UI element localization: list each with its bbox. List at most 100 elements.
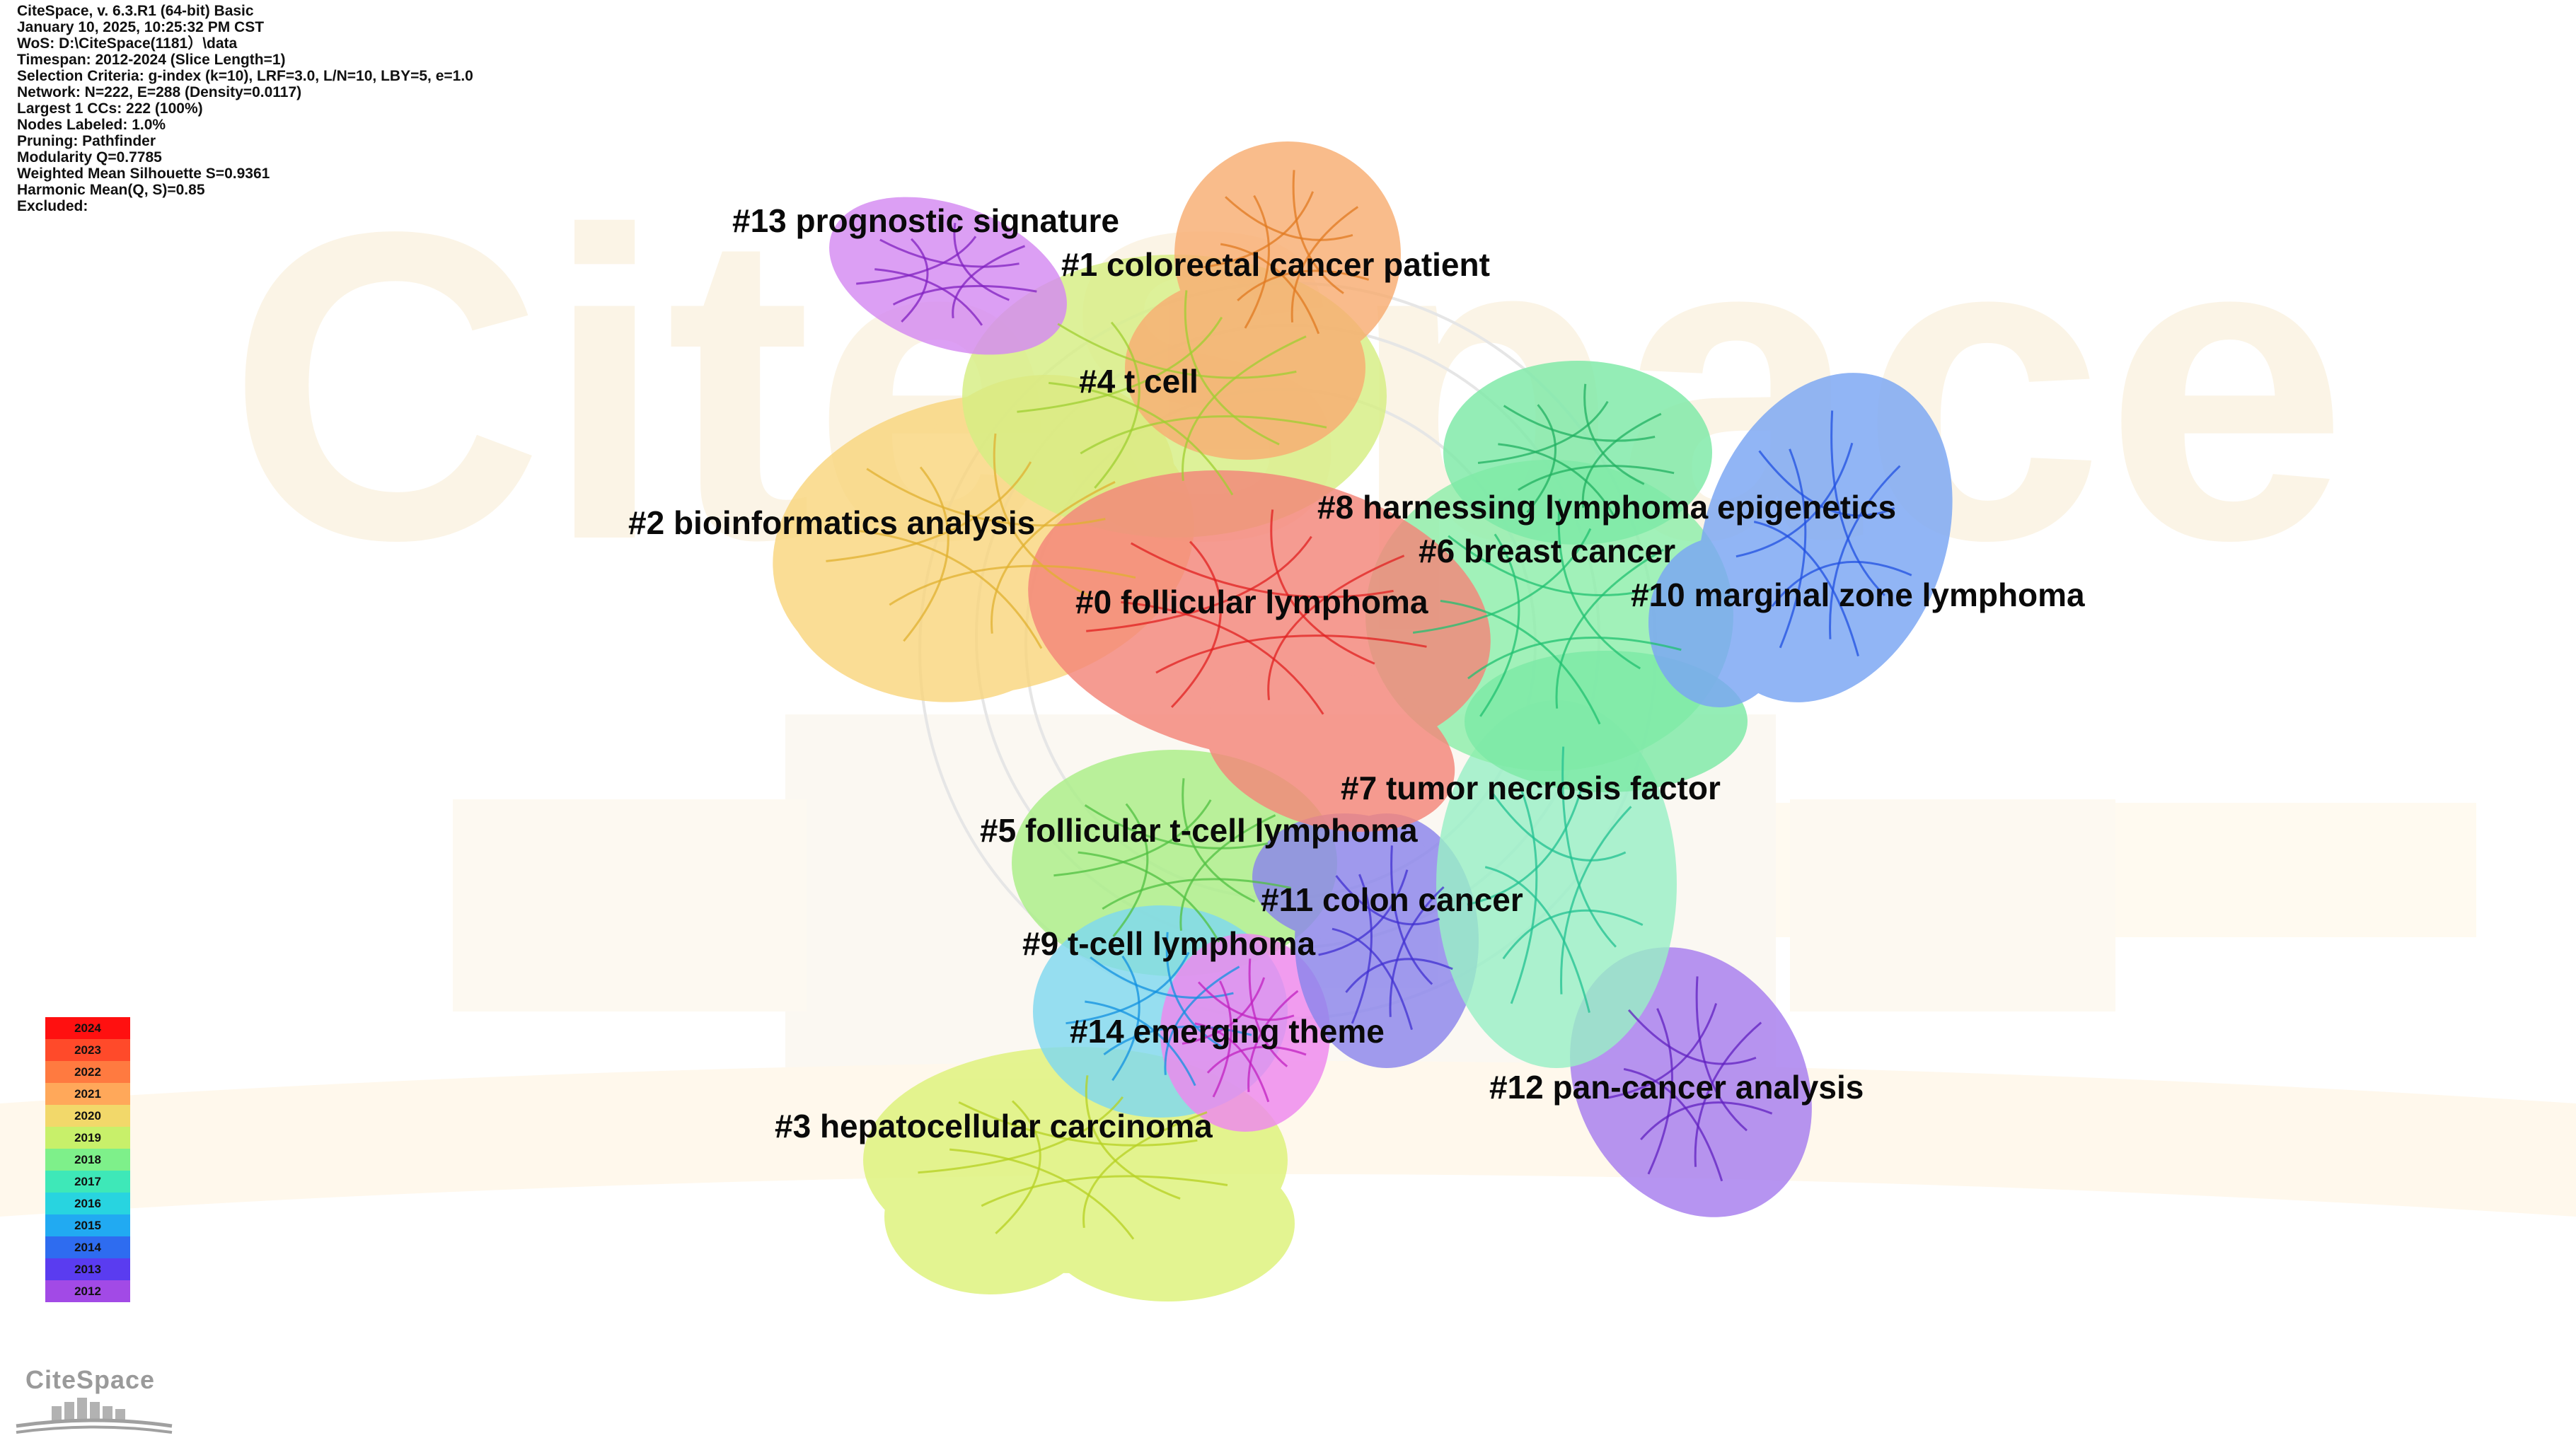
- cluster-label-11: #11 colon cancer: [1261, 881, 1523, 918]
- network-edge: [1164, 966, 1240, 1075]
- cluster-region-0: [1028, 470, 1491, 833]
- network-edge: [1830, 410, 1885, 596]
- cluster-blob: [1648, 538, 1790, 707]
- network-edge: [1170, 540, 1222, 708]
- network-edge: [1561, 746, 1617, 948]
- network-edge: [1292, 170, 1344, 294]
- summary-line: Modularity Q=0.7785: [17, 149, 162, 166]
- network-edge: [889, 564, 1136, 606]
- legend-year-2021: 2021: [45, 1083, 130, 1105]
- network-edge: [1510, 787, 1538, 1004]
- network-edge: [1753, 521, 1859, 657]
- network-edge: [1345, 958, 1453, 993]
- summary-line: WoS: D:\CiteSpace(1181）\data: [17, 35, 238, 52]
- legend-year-2023: 2023: [45, 1039, 130, 1061]
- network-edge: [993, 433, 1089, 596]
- legend-year-2017: 2017: [45, 1171, 130, 1193]
- network-edge: [1640, 1101, 1773, 1141]
- summary-line: Weighted Mean Silhouette S=0.9361: [17, 166, 270, 182]
- legend-year-2015: 2015: [45, 1214, 130, 1236]
- cluster-label-4: #4 t cell: [1079, 363, 1199, 400]
- network-edge: [1829, 465, 1901, 639]
- network-edge: [952, 245, 1026, 319]
- network-edge: [874, 268, 983, 326]
- network-edge: [1085, 1000, 1196, 1086]
- network-edge: [1560, 806, 1632, 995]
- network-edge: [1389, 886, 1445, 1017]
- network-edge: [1244, 195, 1270, 329]
- cluster-label-5: #5 follicular t-cell lymphoma: [980, 812, 1418, 849]
- cluster-region-11: [1252, 813, 1479, 1068]
- summary-line: Harmonic Mean(Q, S)=0.85: [17, 182, 205, 198]
- cluster-label-10: #10 marginal zone lymphoma: [1631, 576, 2085, 613]
- network-edge: [1526, 404, 1556, 514]
- network-edge: [1237, 269, 1370, 301]
- network-edge: [1267, 555, 1405, 700]
- network-edge: [1102, 878, 1292, 910]
- network-edge: [1498, 443, 1616, 518]
- network-edge: [981, 1175, 1228, 1207]
- legend-year-2022: 2022: [45, 1061, 130, 1083]
- network-edge: [1290, 206, 1359, 323]
- network-edge: [1057, 323, 1297, 379]
- network-edge: [1130, 542, 1394, 598]
- cluster-blob: [1012, 750, 1337, 976]
- network-edge: [1225, 196, 1353, 241]
- network-edge: [1080, 415, 1327, 455]
- network-edge: [1194, 1022, 1270, 1103]
- network-edge: [1078, 851, 1220, 943]
- network-edges: [826, 170, 1912, 1240]
- network-edge: [1502, 909, 1644, 960]
- cluster-label-3: #3 hepatocellular carcinoma: [775, 1108, 1213, 1144]
- network-edge: [1270, 509, 1375, 665]
- network-edge: [1179, 814, 1276, 931]
- network-edge: [1627, 1009, 1757, 1065]
- summary-line: Excluded:: [17, 198, 88, 214]
- network-edge: [903, 466, 949, 642]
- network-edge: [1082, 1111, 1208, 1228]
- network-edge: [1049, 381, 1234, 496]
- network-edge: [958, 1101, 1198, 1147]
- network-edge: [1017, 316, 1223, 413]
- summary-line: Nodes Labeled: 1.0%: [17, 117, 166, 133]
- summary-line: Timespan: 2012-2024 (Slice Length=1): [17, 52, 286, 68]
- network-edge: [1090, 956, 1234, 999]
- network-edge: [901, 238, 929, 323]
- cluster-label-0: #0 follicular lymphoma: [1075, 584, 1428, 620]
- network-edge: [1203, 191, 1315, 269]
- network-edge: [1484, 866, 1590, 1013]
- network-edge: [1694, 1021, 1762, 1167]
- network-edge: [826, 461, 1032, 562]
- legend-year-2012: 2012: [45, 1280, 130, 1302]
- network-edge: [866, 468, 1106, 527]
- network-edge: [1758, 450, 1895, 517]
- cluster-blob: [884, 1139, 1097, 1294]
- network-edge: [1182, 778, 1256, 903]
- legend-year-2020: 2020: [45, 1105, 130, 1127]
- network-edge: [1623, 1067, 1723, 1182]
- cluster-region-7: [1436, 700, 1677, 1068]
- cluster-label-12: #12 pan-cancer analysis: [1489, 1069, 1864, 1106]
- cluster-label-9: #9 t-cell lymphoma: [1022, 925, 1316, 962]
- cluster-region-5: [1012, 750, 1337, 976]
- network-edge: [1112, 803, 1149, 937]
- cluster-blob: [1436, 700, 1677, 1068]
- network-edge: [1412, 528, 1592, 634]
- network-edge: [1155, 634, 1427, 674]
- logo-text: CiteSpace: [25, 1365, 156, 1394]
- legend-year-2024: 2024: [45, 1017, 130, 1039]
- cluster-label-8: #8 harnessing lymphoma epigenetics: [1317, 489, 1896, 526]
- cluster-label-13: #13 prognostic signature: [732, 202, 1119, 239]
- network-edge: [1467, 781, 1585, 906]
- cluster-label-2: #2 bioinformatics analysis: [628, 504, 1035, 541]
- network-edge: [1248, 958, 1288, 1067]
- cluster-blob: [829, 197, 1067, 355]
- network-edge: [1440, 600, 1601, 725]
- legend-year-2014: 2014: [45, 1236, 130, 1258]
- network-edge: [1182, 977, 1266, 1045]
- network-edge: [1197, 981, 1295, 1021]
- network-edge: [1477, 400, 1609, 464]
- network-edge: [918, 1096, 1124, 1174]
- network-edge: [1206, 1045, 1307, 1074]
